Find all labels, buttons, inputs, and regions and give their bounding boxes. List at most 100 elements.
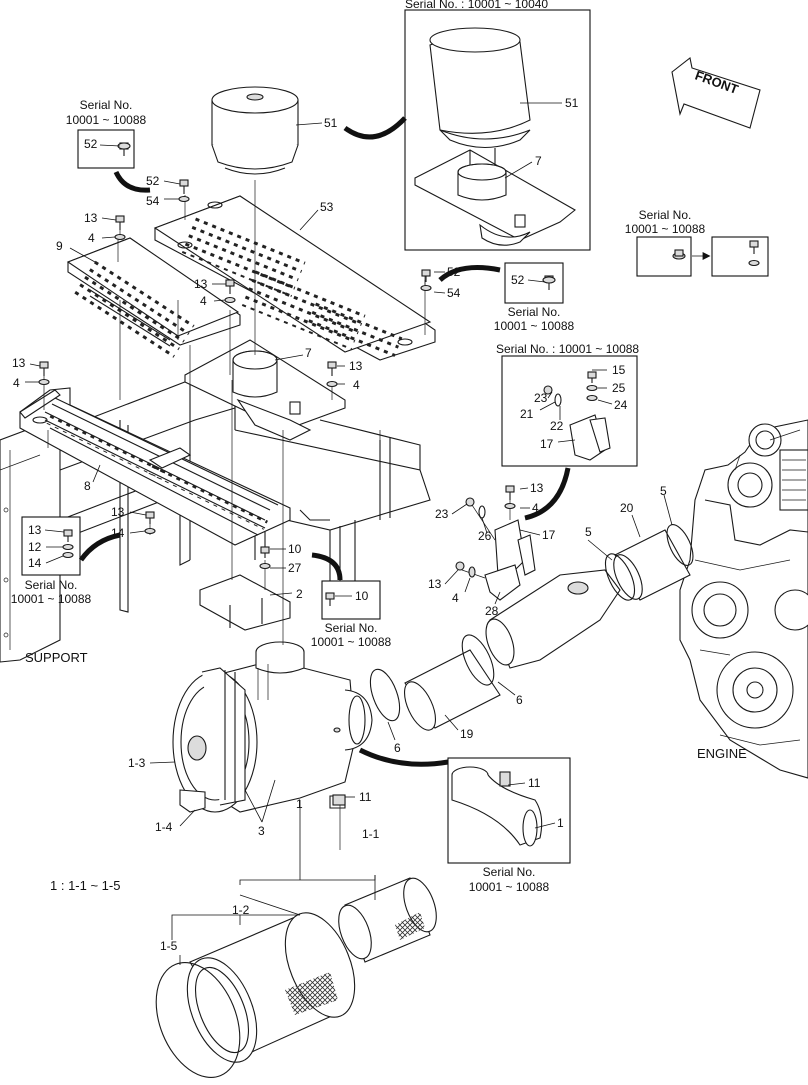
washer-icon xyxy=(420,284,432,292)
support-label: SUPPORT xyxy=(25,650,88,665)
callout-number: 14 xyxy=(28,556,42,570)
pointer-arrows xyxy=(78,116,571,767)
detail-box-outlet xyxy=(447,757,571,864)
callout-number: 13 xyxy=(28,523,42,537)
bolt-icon xyxy=(179,179,189,194)
hose-19 xyxy=(403,649,501,731)
callout-number: 7 xyxy=(535,154,542,168)
washer-icon xyxy=(178,195,190,203)
callout-number: 52 xyxy=(447,265,461,279)
serial-no-label: Serial No. xyxy=(325,621,378,635)
callout-number: 23 xyxy=(534,391,548,405)
bolt-icon xyxy=(260,546,270,554)
callout-number: 1-2 xyxy=(232,903,250,917)
serial-range-label: Serial No. : 10001 ~ 10088 xyxy=(496,342,639,356)
detail-box-4 xyxy=(636,236,692,277)
detail-box-prefilter xyxy=(404,9,591,251)
washer-icon xyxy=(144,527,156,535)
callout-number: 28 xyxy=(485,604,499,618)
bracket-17 xyxy=(494,519,536,581)
cover-panel-9 xyxy=(66,237,241,362)
callout-number: 10 xyxy=(355,589,369,603)
callout-number: 6 xyxy=(394,741,401,755)
detail-box-13-12-14 xyxy=(21,516,81,576)
callout-number: 17 xyxy=(542,528,556,542)
callout-number: 52 xyxy=(146,174,160,188)
detail-box-bracket xyxy=(501,355,638,467)
detail-box-52-left xyxy=(77,129,135,169)
bolt-icon xyxy=(145,511,155,524)
callout-number: 8 xyxy=(84,479,91,493)
callout-number: 4 xyxy=(452,591,459,605)
assembly-lines xyxy=(43,180,511,850)
pre-cleaner-51 xyxy=(211,86,299,175)
callout-number: 27 xyxy=(288,561,302,575)
bolt-icon xyxy=(39,361,49,376)
callout-number: 22 xyxy=(550,419,564,433)
detail-box-13-4 xyxy=(711,236,769,277)
callout-number: 13 xyxy=(349,359,363,373)
bolt-icon xyxy=(225,279,235,294)
callout-number: 12 xyxy=(28,540,42,554)
intake-pipe xyxy=(485,569,621,669)
callout-number: 14 xyxy=(111,526,125,540)
washer-icon xyxy=(114,233,126,241)
callout-number: 4 xyxy=(353,378,360,392)
callout-number: 54 xyxy=(447,286,461,300)
callout-number: 13 xyxy=(194,277,208,291)
callout-number: 1-1 xyxy=(362,827,380,841)
serial-range-label: 10001 ~ 10088 xyxy=(494,319,575,333)
bolt-icon xyxy=(505,485,515,500)
intake-bracket-7 xyxy=(184,339,346,441)
callout-number: 15 xyxy=(612,363,626,377)
callout-number: 53 xyxy=(320,200,334,214)
callout-number: 5 xyxy=(660,484,667,498)
engine-illustration xyxy=(679,419,808,779)
serial-range-label: 10001 ~ 10088 xyxy=(625,222,706,236)
callout-number: 19 xyxy=(460,727,474,741)
callout-number: 51 xyxy=(565,96,579,110)
serial-range-label: Serial No. : 10001 ~ 10040 xyxy=(405,0,548,11)
callout-number: 52 xyxy=(84,137,98,151)
callout-number: 10 xyxy=(288,542,302,556)
hose-clamps xyxy=(369,524,694,722)
callout-number: 1-4 xyxy=(155,820,173,834)
callout-number: 13 xyxy=(428,577,442,591)
bolt-icon xyxy=(455,561,465,571)
callout-number: 4 xyxy=(13,376,20,390)
seal-ring-1-5 xyxy=(155,962,241,1078)
callout-number: 2 xyxy=(296,587,303,601)
callout-number: 1 xyxy=(296,797,303,811)
serial-no-label: Serial No. xyxy=(25,578,78,592)
kit-note: 1 : 1-1 ~ 1-5 xyxy=(50,878,120,893)
serial-range-label: 10001 ~ 10088 xyxy=(469,880,550,894)
callout-number: 26 xyxy=(478,529,492,543)
detail-box-52-right xyxy=(504,262,564,304)
serial-no-label: Serial No. xyxy=(80,98,133,112)
spacer-icon xyxy=(478,505,486,519)
callout-number: 4 xyxy=(532,501,539,515)
callout-number: 9 xyxy=(56,239,63,253)
washer-icon xyxy=(326,380,338,388)
engine-label: ENGINE xyxy=(697,746,747,761)
washer-icon xyxy=(259,562,271,570)
serial-range-label: 10001 ~ 10088 xyxy=(311,635,392,649)
callout-number: 4 xyxy=(88,231,95,245)
serial-range-label: 10001 ~ 10088 xyxy=(11,592,92,606)
callout-number: 54 xyxy=(146,194,160,208)
callout-labels: 51 51 7 52 52 54 53 13 4 9 13 4 52 54 52… xyxy=(12,96,667,953)
callout-number: 51 xyxy=(324,116,338,130)
air-cleaner-body xyxy=(172,641,373,813)
callout-number: 1 xyxy=(557,816,564,830)
serial-range-label: 10001 ~ 10088 xyxy=(66,113,147,127)
bolt-icon xyxy=(327,361,337,376)
cover-panel-8 xyxy=(19,387,291,546)
serial-no-label: Serial No. xyxy=(639,208,692,222)
callout-number: 7 xyxy=(305,346,312,360)
clamp-nut-icon xyxy=(332,794,346,806)
callout-number: 1-5 xyxy=(160,939,178,953)
callout-number: 23 xyxy=(435,507,449,521)
callout-number: 24 xyxy=(614,398,628,412)
callout-number: 6 xyxy=(516,693,523,707)
